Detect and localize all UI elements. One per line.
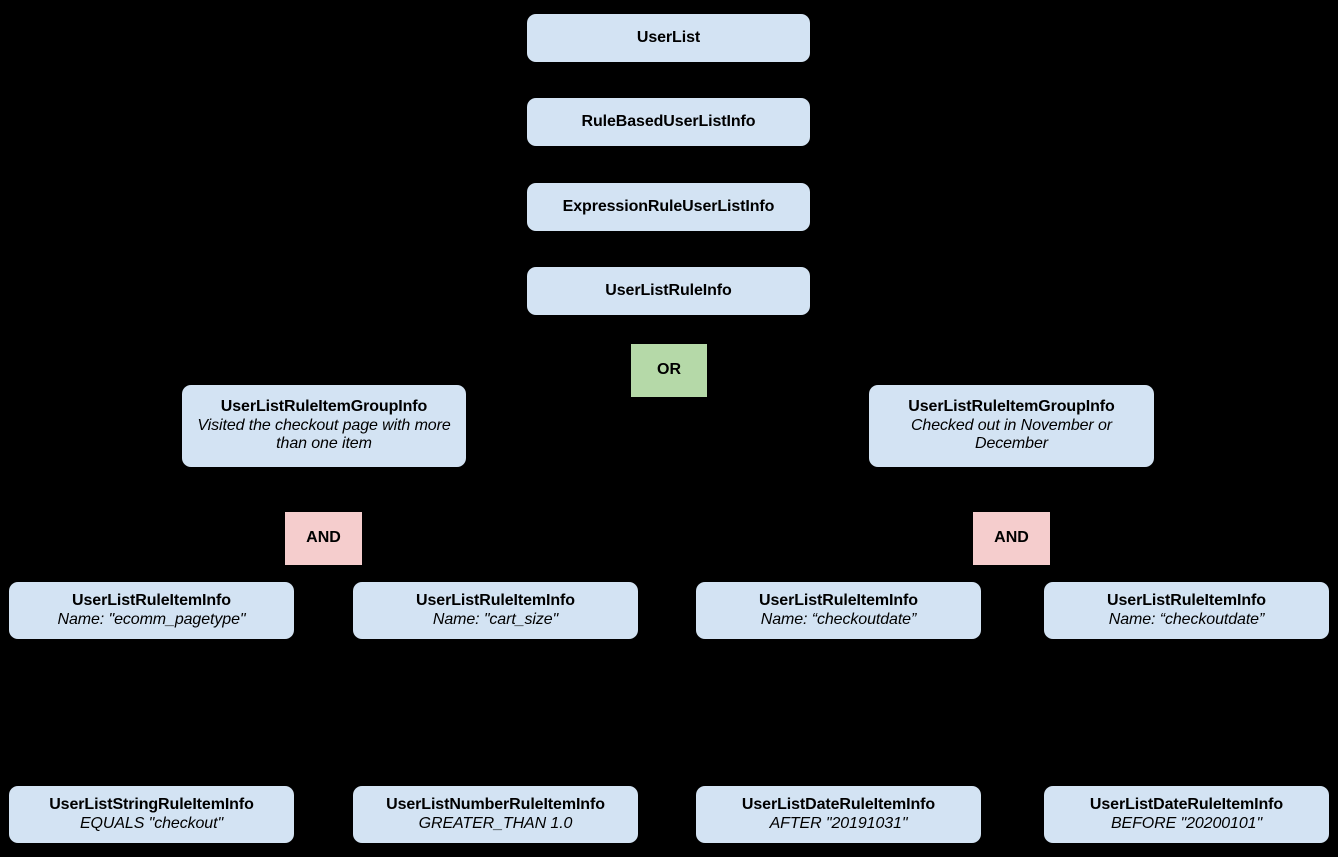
- edge-edge-expression-to-ruleinfo: [667, 249, 670, 267]
- node-title: UserListRuleItemGroupInfo: [220, 397, 428, 415]
- edge-edge-rulebased-to-expression: [667, 164, 670, 183]
- edge-edge-group-right-to-item-4: [1185, 524, 1188, 582]
- edge-edge-ruleinfo-to-group-left: [323, 350, 325, 385]
- node-or-operator[interactable]: OR: [631, 344, 707, 397]
- node-title: UserListRuleItemInfo: [416, 591, 575, 609]
- edge-edge-ruleinfo-to-group-right: [667, 349, 1013, 351]
- edge-edge-item-1-to-string-rule: [150, 712, 153, 786]
- node-title: UserListRuleItemInfo: [72, 591, 231, 609]
- node-user-list-rule-info[interactable]: UserListRuleInfo: [527, 267, 810, 315]
- edge-edge-item-3-to-date-after: [837, 639, 840, 713]
- node-expression-rule-user-list-info[interactable]: ExpressionRuleUserListInfo: [527, 183, 810, 231]
- node-subtitle: Name: “checkoutdate”: [760, 610, 917, 628]
- node-subtitle: Name: "cart_size": [432, 610, 559, 628]
- node-and-operator-left[interactable]: AND: [285, 512, 362, 565]
- node-subtitle: EQUALS "checkout": [79, 814, 224, 832]
- edge-edge-item-4-to-date-before: [1185, 639, 1188, 713]
- node-title: UserListStringRuleItemInfo: [49, 795, 254, 813]
- edge-edge-group-right-to-item-3: [837, 523, 1013, 526]
- node-title: OR: [657, 361, 681, 379]
- node-title: UserListRuleInfo: [605, 281, 732, 299]
- edge-edge-ruleinfo-to-group-right: [1010, 350, 1013, 385]
- edge-edge-item-3-to-date-after: [837, 712, 840, 786]
- edge-edge-group-right-to-item-4: [1010, 523, 1188, 526]
- node-subtitle: AFTER "20191031": [769, 814, 908, 832]
- edge-edge-ruleinfo-to-group-left: [323, 349, 670, 351]
- node-title: UserListNumberRuleItemInfo: [386, 795, 605, 813]
- node-subtitle: Name: “checkoutdate”: [1108, 610, 1265, 628]
- node-user-list[interactable]: UserList: [527, 14, 810, 62]
- node-subtitle: Checked out in November or December: [910, 416, 1113, 453]
- edge-edge-userlist-to-rulebased: [667, 80, 670, 98]
- node-title: UserListRuleItemInfo: [759, 591, 918, 609]
- edge-edge-item-2-to-number-rule: [494, 712, 497, 786]
- node-subtitle: GREATER_THAN 1.0: [418, 814, 573, 832]
- edge-edge-item-1-to-string-rule: [150, 639, 153, 713]
- edge-edge-group-left-to-item-1: [150, 524, 153, 582]
- edge-edge-userlist-to-rulebased: [667, 62, 670, 80]
- node-title: UserList: [636, 28, 701, 46]
- edge-edge-group-right-to-item-3: [837, 524, 840, 582]
- node-title: AND: [994, 529, 1029, 547]
- edge-edge-group-left-to-item-1: [150, 523, 325, 526]
- node-title: UserListRuleItemGroupInfo: [908, 397, 1115, 415]
- edge-edge-item-4-to-date-before: [1185, 712, 1188, 786]
- edge-edge-group-right-to-item-4: [1010, 467, 1013, 525]
- node-title: RuleBasedUserListInfo: [581, 112, 756, 130]
- edge-edge-rulebased-to-expression: [667, 146, 670, 165]
- node-rule-based-user-list-info[interactable]: RuleBasedUserListInfo: [527, 98, 810, 146]
- node-subtitle: Name: "ecomm_pagetype": [57, 610, 246, 628]
- edge-edge-item-2-to-number-rule: [494, 639, 497, 713]
- edge-edge-group-left-to-item-2: [323, 523, 497, 526]
- edge-edge-group-left-to-item-2: [323, 467, 325, 525]
- node-subtitle: Visited the checkout page with more than…: [197, 416, 451, 453]
- node-and-operator-right[interactable]: AND: [973, 512, 1050, 565]
- edge-edge-ruleinfo-to-group-right: [667, 315, 670, 350]
- node-title: UserListDateRuleItemInfo: [1089, 795, 1284, 813]
- edge-edge-group-left-to-item-2: [494, 524, 497, 582]
- edge-edge-expression-to-ruleinfo: [667, 231, 670, 249]
- node-subtitle: BEFORE "20200101": [1110, 814, 1263, 832]
- node-title: AND: [306, 529, 341, 547]
- node-title: ExpressionRuleUserListInfo: [562, 197, 775, 215]
- node-title: UserListDateRuleItemInfo: [741, 795, 936, 813]
- node-title: UserListRuleItemInfo: [1107, 591, 1266, 609]
